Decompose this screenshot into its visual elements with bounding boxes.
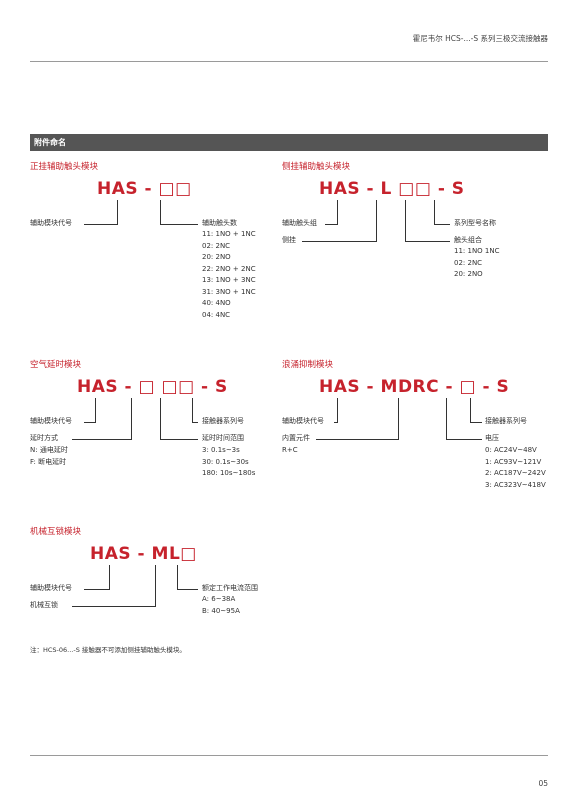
side-left-label-2: 侧挂 xyxy=(282,236,296,244)
side-options-list: 11: 1NO 1NC 02: 2NC 20: 2NO xyxy=(454,246,500,281)
surge-line-h4 xyxy=(470,422,482,423)
front-left-line-v xyxy=(117,200,118,224)
section-title: 附件命名 xyxy=(34,138,66,147)
option-item: 22: 2NO + 2NC xyxy=(202,264,256,273)
interlock-left-label-1: 辅助模块代号 xyxy=(30,584,72,592)
side-line-v3 xyxy=(405,200,406,241)
side-line-v2 xyxy=(376,200,377,241)
option-item: N: 通电延时 xyxy=(30,446,68,454)
interlock-line-h3 xyxy=(177,589,198,590)
timer-module-title: 空气延时模块 xyxy=(30,360,82,370)
interlock-line-v3 xyxy=(177,565,178,589)
footnote: 注：HCS-06...-S 接触器不可添加侧挂辅助触头模块。 xyxy=(30,646,186,654)
side-line-h2 xyxy=(302,241,377,242)
option-item: F: 断电延时 xyxy=(30,457,67,466)
option-item: 0: AC24V~48V xyxy=(485,446,537,454)
timer-line-v1 xyxy=(95,398,96,422)
option-item: 1: AC93V~121V xyxy=(485,457,542,466)
option-item: R+C xyxy=(282,446,298,454)
timer-line-v4 xyxy=(192,398,193,422)
timer-line-v2 xyxy=(131,398,132,439)
surge-left-options: R+C xyxy=(282,445,298,457)
surge-line-v2 xyxy=(398,398,399,439)
surge-left-label-1: 辅助模块代号 xyxy=(282,417,324,425)
timer-module-code: HAS - □ □□ - S xyxy=(77,377,228,397)
timer-line-h3 xyxy=(160,439,198,440)
option-item: 11: 1NO 1NC xyxy=(454,247,500,255)
side-right-label-1: 系列型号名称 xyxy=(454,219,496,227)
side-line-v1 xyxy=(337,200,338,224)
front-right-line-h xyxy=(160,224,198,225)
side-line-h3 xyxy=(405,241,450,242)
interlock-module-code: HAS - ML□ xyxy=(90,544,197,564)
option-item: 20: 2NO xyxy=(454,270,483,278)
timer-line-h4 xyxy=(192,422,198,423)
surge-module-code: HAS - MDRC - □ - S xyxy=(319,377,510,397)
section-bar: 附件命名 xyxy=(30,134,548,151)
timer-left-label-1: 辅助模块代号 xyxy=(30,417,72,425)
side-module-code: HAS - L □□ - S xyxy=(319,179,465,199)
option-item: 31: 3NO + 1NC xyxy=(202,287,256,296)
front-left-label: 辅助模块代号 xyxy=(30,219,72,227)
option-item: 11: 1NO + 1NC xyxy=(202,230,256,238)
option-item: A: 6~38A xyxy=(202,595,236,603)
side-line-h4 xyxy=(434,224,450,225)
interlock-right-label: 额定工作电流范围 xyxy=(202,584,258,592)
interlock-line-h1 xyxy=(84,589,110,590)
interlock-module-title: 机械互锁模块 xyxy=(30,527,82,537)
surge-options-list: 0: AC24V~48V 1: AC93V~121V 2: AC187V~242… xyxy=(485,445,546,491)
option-item: B: 40~95A xyxy=(202,606,240,615)
page-header: 霍尼韦尔 HCS-...-S 系列三极交流接触器 xyxy=(412,34,548,43)
surge-module-title: 浪涌抑制模块 xyxy=(282,360,334,370)
interlock-line-v2 xyxy=(155,565,156,606)
option-item: 2: AC187V~242V xyxy=(485,469,546,477)
timer-line-h2 xyxy=(72,439,132,440)
surge-right-label-2: 电压 xyxy=(485,434,499,442)
front-options-list: 11: 1NO + 1NC 02: 2NC 20: 2NO 22: 2NO + … xyxy=(202,229,256,321)
front-right-line-v xyxy=(160,200,161,224)
surge-line-h3 xyxy=(446,439,482,440)
front-left-line-h xyxy=(84,224,118,225)
option-item: 30: 0.1s~30s xyxy=(202,457,249,466)
side-module-title: 侧挂辅助触头模块 xyxy=(282,162,351,172)
footer-divider xyxy=(30,755,548,756)
interlock-options-list: A: 6~38A B: 40~95A xyxy=(202,594,240,617)
option-item: 3: AC323V~418V xyxy=(485,480,546,489)
surge-line-h1 xyxy=(334,422,338,423)
timer-options-list: 3: 0.1s~3s 30: 0.1s~30s 180: 10s~180s xyxy=(202,445,255,480)
interlock-left-label-2: 机械互锁 xyxy=(30,601,58,609)
timer-right-label-1: 接触器系列号 xyxy=(202,417,244,425)
option-item: 180: 10s~180s xyxy=(202,469,256,477)
surge-left-label-2: 内置元件 xyxy=(282,434,310,442)
front-module-code: HAS - □□ xyxy=(97,179,192,199)
option-item: 02: 2NC xyxy=(454,258,483,267)
page-number: 05 xyxy=(538,779,548,788)
interlock-line-h2 xyxy=(72,606,156,607)
option-item: 20: 2NO xyxy=(202,253,231,261)
option-item: 40: 4NO xyxy=(202,299,231,307)
front-module-title: 正挂辅助触头模块 xyxy=(30,162,99,172)
side-line-v4 xyxy=(434,200,435,224)
option-item: 04: 4NC xyxy=(202,310,231,319)
option-item: 13: 1NO + 3NC xyxy=(202,276,256,284)
side-left-label-1: 辅助触头组 xyxy=(282,219,317,227)
surge-line-v1 xyxy=(337,398,338,422)
interlock-line-v1 xyxy=(109,565,110,589)
timer-left-label-2: 延时方式 xyxy=(30,434,58,442)
timer-right-label-2: 延时时间范围 xyxy=(202,434,244,442)
timer-left-options: N: 通电延时 F: 断电延时 xyxy=(30,445,68,468)
timer-line-v3 xyxy=(160,398,161,439)
surge-line-v4 xyxy=(470,398,471,422)
header-divider xyxy=(30,61,548,62)
option-item: 3: 0.1s~3s xyxy=(202,446,240,454)
side-right-label-2: 触头组合 xyxy=(454,236,482,244)
side-line-h1 xyxy=(325,224,338,225)
option-item: 02: 2NC xyxy=(202,241,231,250)
surge-line-h2 xyxy=(316,439,399,440)
surge-line-v3 xyxy=(446,398,447,439)
front-right-label: 辅助触头数 xyxy=(202,219,237,227)
timer-line-h1 xyxy=(84,422,96,423)
surge-right-label-1: 接触器系列号 xyxy=(485,417,527,425)
